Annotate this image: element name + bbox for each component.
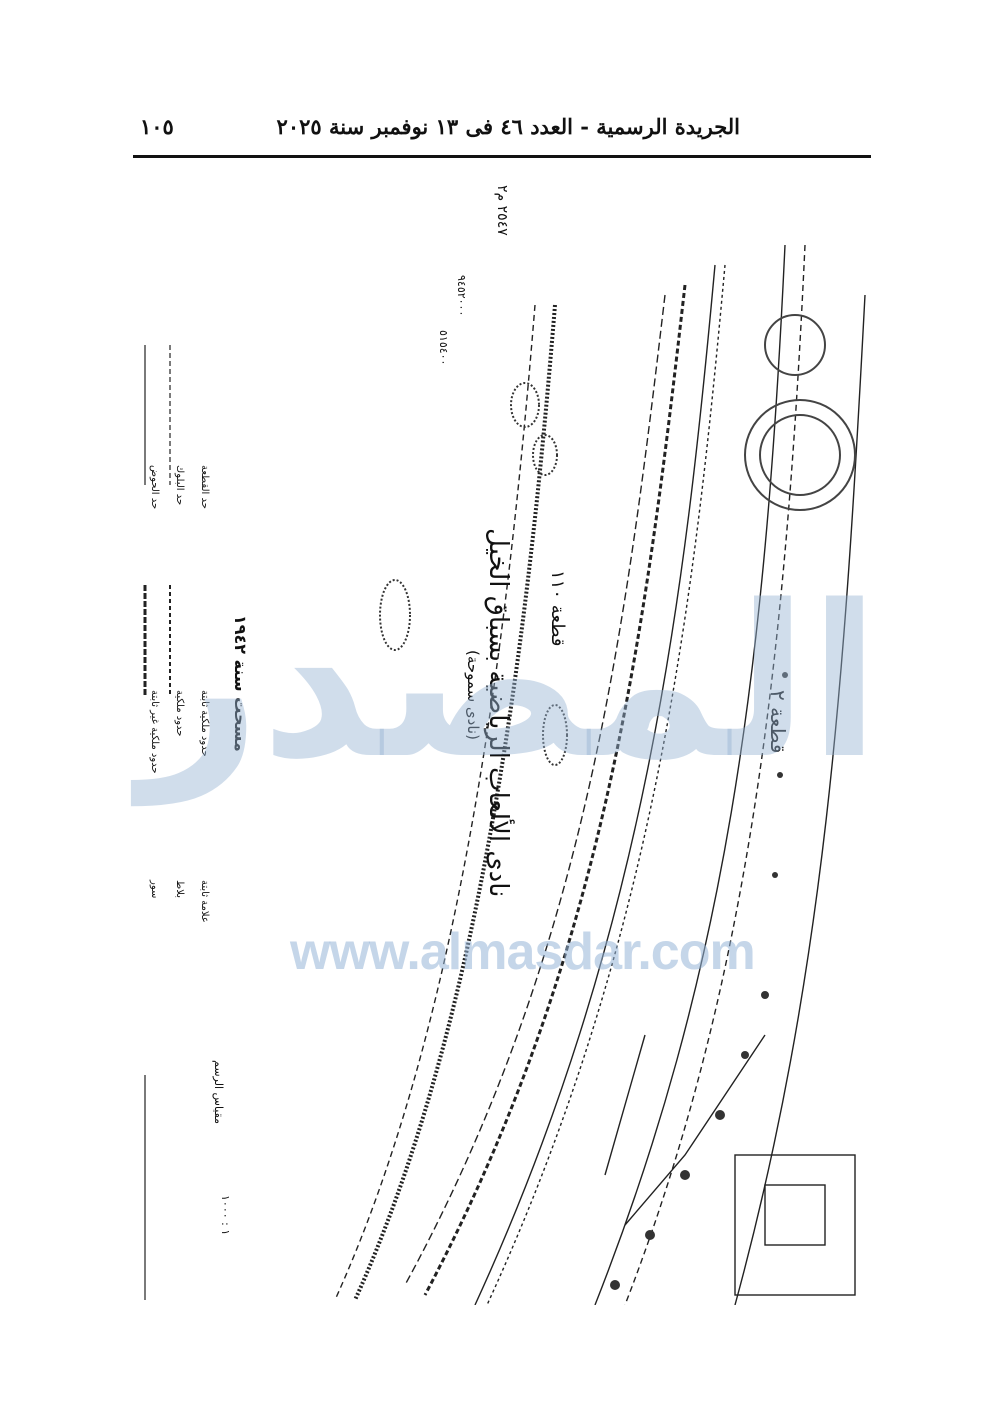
road-line [474,264,716,1305]
building [734,1154,856,1296]
watermark-logo: المصدر [139,560,891,805]
scale-label: مقياس الرسم [212,1060,225,1125]
track-line [334,304,536,1301]
legend-item: علامة ثابتة [199,880,210,923]
track-line [353,304,557,1301]
watermark-url: www.almasdar.com [290,923,756,981]
legend-item: حد القطعة [199,465,210,509]
coordinate-north: ٩٤٥٢٠٠٠ [455,275,468,317]
header-divider [133,155,871,158]
road-line [404,294,666,1286]
road-line [734,294,866,1305]
scale-ratio: ١ : ١٠٠٠ [219,1195,232,1236]
road-line [594,244,786,1305]
road-line [423,284,687,1296]
survey-map-drawing [143,244,866,1305]
tree-cluster [542,704,568,766]
gazette-header-title: الجريدة الرسمية - العدد ٤٦ فى ١٣ نوفمبر … [276,114,740,139]
legend-item: بلاط [174,880,185,898]
boundary-line [624,1034,766,1226]
boundary-line [604,1034,646,1176]
legend-item: حد البلوك [174,465,185,506]
road-line [624,244,806,1305]
official-seal [744,399,856,511]
coordinate-east: ٥١٥٤٠٠ [437,330,450,366]
building [764,1184,826,1246]
area-value: ٢٥٤٧ م٢ [494,185,510,236]
legend-item: سور [149,880,160,899]
tree-cluster [379,579,411,651]
legend-item: حد الحوض [149,465,160,510]
page-number: ١٠٥ [140,114,174,139]
tree-cluster [510,382,540,428]
tree-cluster [532,434,558,476]
official-seal [764,314,826,376]
road-line [486,264,726,1305]
